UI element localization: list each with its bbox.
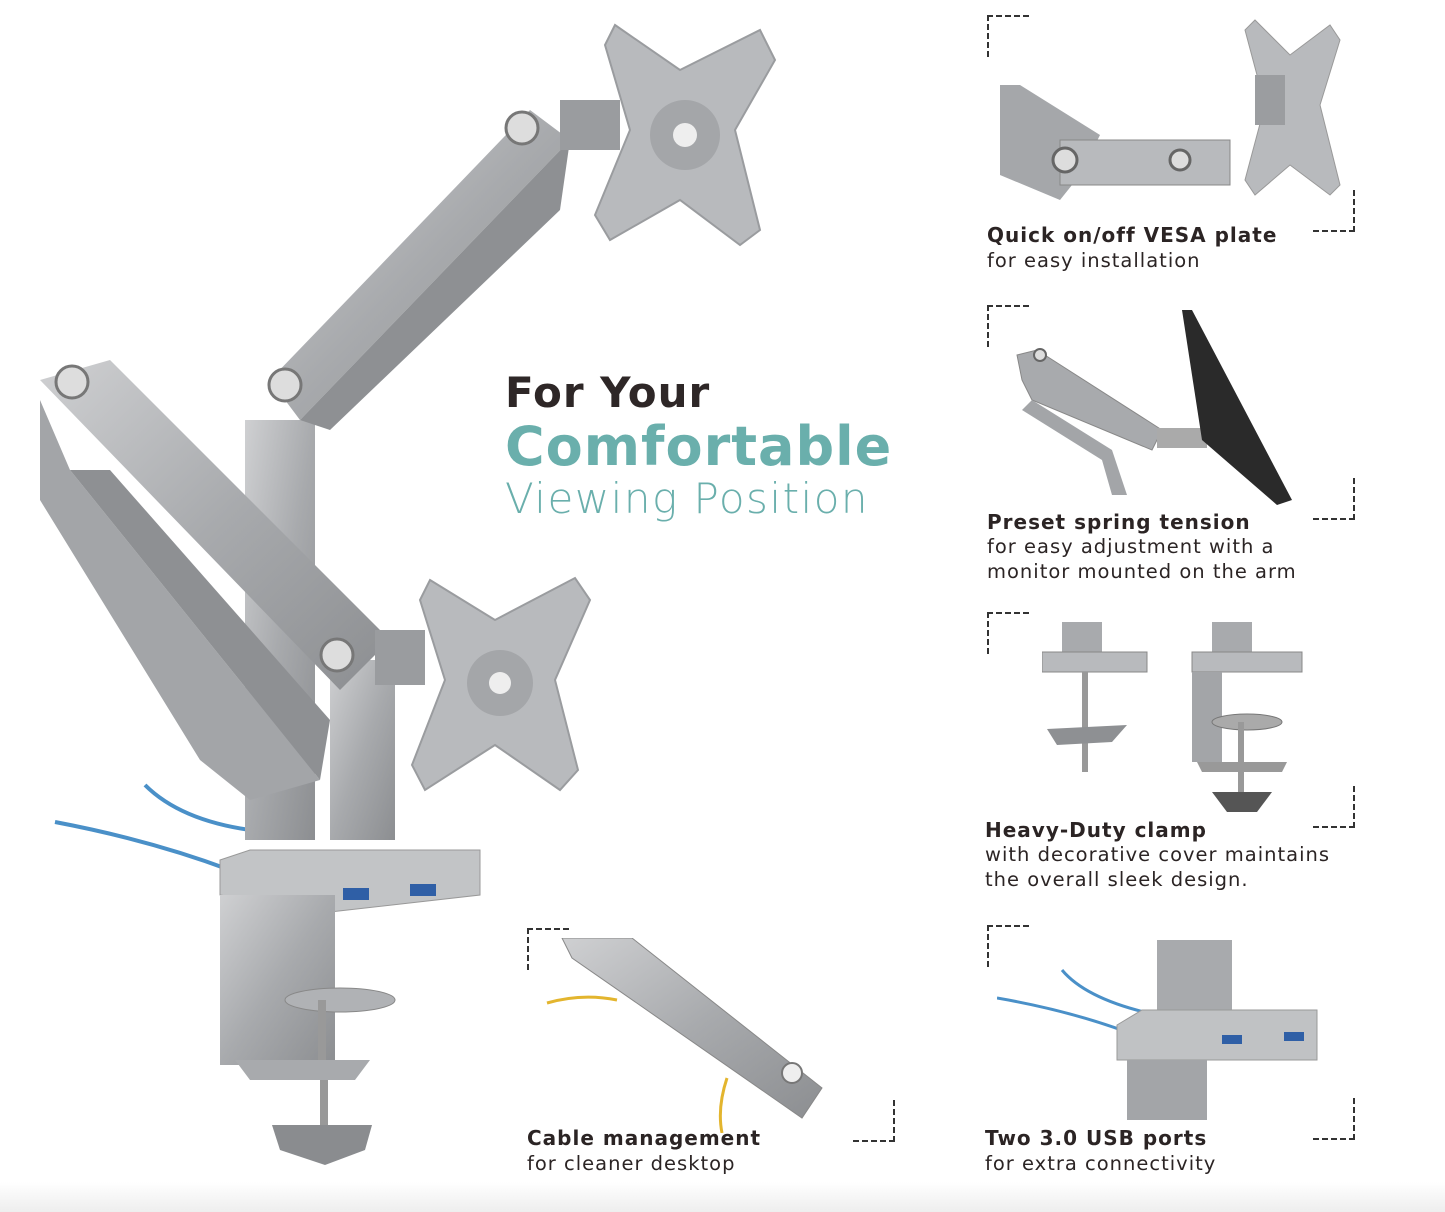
corner-bracket xyxy=(853,1100,895,1142)
dual-monitor-arm-image xyxy=(40,23,777,1165)
corner-bracket xyxy=(1313,190,1355,232)
spring-tension-image xyxy=(1016,310,1292,505)
feature-vesa-plate: Quick on/off VESA plate for easy install… xyxy=(987,15,1357,275)
feature-description: monitor mounted on the arm xyxy=(987,560,1297,583)
feature-description: with decorative cover maintains xyxy=(985,843,1331,866)
vesa-plate-image xyxy=(1000,19,1341,200)
clamp-image xyxy=(1042,622,1303,812)
feature-heavy-duty-clamp: Heavy-Duty clamp with decorative cover m… xyxy=(985,612,1362,902)
corner-bracket xyxy=(1313,786,1355,828)
feature-cable-management: Cable management for cleaner desktop xyxy=(527,928,897,1188)
page-bottom-fade xyxy=(0,1182,1445,1212)
headline-line-1: For Your xyxy=(505,368,711,417)
feature-title: Preset spring tension xyxy=(987,510,1251,534)
feature-title: Quick on/off VESA plate xyxy=(987,223,1278,247)
corner-bracket xyxy=(987,15,1029,57)
cable-management-image xyxy=(546,938,823,1133)
feature-title: Heavy-Duty clamp xyxy=(985,818,1207,842)
feature-description: for easy adjustment with a xyxy=(987,535,1275,558)
feature-title: Two 3.0 USB ports xyxy=(985,1126,1208,1150)
feature-spring-tension: Preset spring tension for easy adjustmen… xyxy=(987,305,1357,595)
feature-description: for easy installation xyxy=(987,249,1201,272)
feature-description: for extra connectivity xyxy=(985,1152,1217,1175)
feature-title: Cable management xyxy=(527,1126,762,1150)
usb-ports-image xyxy=(997,940,1318,1120)
feature-description: for cleaner desktop xyxy=(527,1152,736,1175)
corner-bracket xyxy=(987,612,1029,654)
headline: For Your Comfortable Viewing Position xyxy=(505,372,892,520)
corner-bracket xyxy=(527,928,569,970)
corner-bracket xyxy=(1313,1098,1355,1140)
feature-usb-ports: Two 3.0 USB ports for extra connectivity xyxy=(985,925,1357,1185)
corner-bracket xyxy=(987,925,1029,967)
corner-bracket xyxy=(1313,478,1355,520)
headline-line-3: Viewing Position xyxy=(505,474,870,523)
feature-description: the overall sleek design. xyxy=(985,868,1249,891)
corner-bracket xyxy=(987,305,1029,347)
headline-line-2: Comfortable xyxy=(505,415,893,478)
